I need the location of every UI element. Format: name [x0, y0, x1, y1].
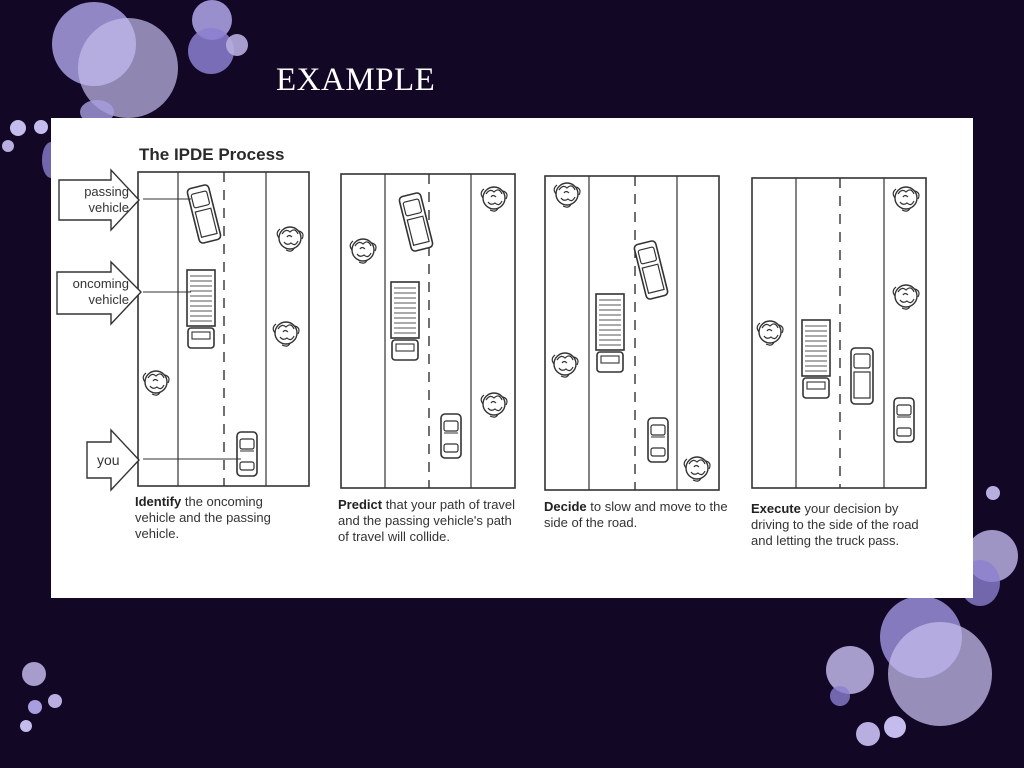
decor-bubble [10, 120, 26, 136]
caption-predict: Predict that your path of travel and the… [338, 497, 518, 545]
step-keyword: Execute [751, 501, 801, 516]
arrow-label-text: you [97, 452, 120, 468]
step-keyword: Predict [338, 497, 383, 512]
step-text: your decision by driving to the side of … [751, 501, 919, 548]
road-panel-decide [544, 175, 720, 491]
caption-execute: Execute your decision by driving to the … [751, 501, 931, 549]
step-keyword: Identify [135, 494, 182, 509]
arrow-label-oncoming: oncoming vehicle [59, 276, 129, 308]
arrow-label-passing: passing vehicle [73, 184, 129, 216]
decor-bubble [226, 34, 248, 56]
step-text: to slow and move to the side of the road… [544, 499, 728, 530]
decor-bubble [830, 686, 850, 706]
road-panel-identify [56, 168, 310, 492]
decor-bubble [188, 28, 234, 74]
decor-bubble [888, 622, 992, 726]
road-panel-execute [751, 177, 927, 489]
step-keyword: Decide [544, 499, 587, 514]
decor-bubble [884, 716, 906, 738]
caption-identify: Identify the oncoming vehicle and the pa… [135, 494, 305, 542]
step-text: the oncoming vehicle and the passing veh… [135, 494, 271, 541]
decor-bubble [20, 720, 32, 732]
decor-bubble [28, 700, 42, 714]
arrow-label-text: oncoming vehicle [72, 276, 129, 307]
slide-title: EXAMPLE [276, 62, 436, 98]
arrow-label-you: you [97, 452, 120, 468]
ipde-diagram-panel: The IPDE Process passing vehicle oncomin… [51, 118, 973, 598]
arrow-label-text: passing vehicle [84, 184, 129, 215]
road-panel-predict [340, 173, 516, 489]
decor-bubble [48, 694, 62, 708]
step-text: that your path of travel and the passing… [338, 497, 516, 544]
diagram-title: The IPDE Process [139, 145, 285, 164]
decor-bubble [856, 722, 880, 746]
decor-bubble [2, 140, 14, 152]
decor-bubble [986, 486, 1000, 500]
decor-bubble [34, 120, 48, 134]
ipde-diagram-graphic [56, 168, 927, 492]
decor-bubble [826, 646, 874, 694]
decor-bubble [22, 662, 46, 686]
caption-decide: Decide to slow and move to the side of t… [544, 499, 744, 531]
